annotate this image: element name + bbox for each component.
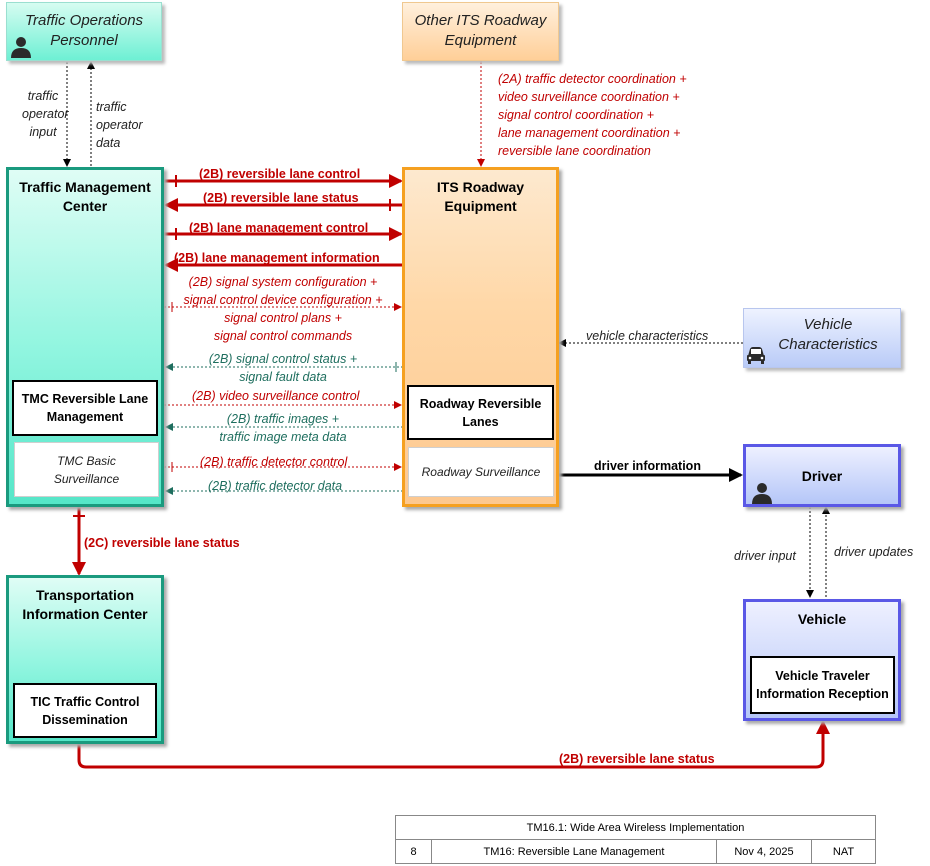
det-ctrl-label: (2B) traffic detector control — [200, 455, 348, 469]
other-its-title: Other ITS Roadway Equipment — [414, 12, 547, 49]
tmc-rev-subsystem[interactable]: TMC Reversible Lane Management — [12, 380, 158, 436]
footer-org: NAT — [811, 839, 876, 864]
driver-updates-label: driver updates — [834, 545, 914, 559]
other-its-flow-label: (2A) traffic detector coordination + vid… — [498, 72, 687, 158]
driver-title: Driver — [801, 468, 843, 484]
footer-name: TM16: Reversible Lane Management — [431, 839, 717, 864]
driver-input-label: driver input — [734, 549, 796, 563]
tic-status-label: (2C) reversible lane status — [84, 536, 240, 550]
tmc-surv-subsystem[interactable]: TMC Basic Surveillance — [14, 442, 159, 497]
vehicle-char-node[interactable]: Vehicle Characteristics — [743, 308, 901, 368]
person-icon — [11, 37, 31, 58]
tmc-title: Traffic Management Center — [19, 179, 151, 214]
lane-ctrl-label: (2B) lane management control — [189, 221, 369, 235]
footer-date: Nov 4, 2025 — [716, 839, 812, 864]
traffic-ops-node[interactable]: Traffic Operations Personnel — [6, 2, 162, 61]
person-icon — [752, 483, 772, 504]
video-ctrl-label: (2B) video surveillance control — [192, 389, 360, 403]
vehicle-title: Vehicle — [797, 611, 847, 627]
driver-info-label: driver information — [594, 459, 701, 473]
det-data-label: (2B) traffic detector data — [208, 479, 343, 493]
signal-cfg-label: (2B) signal system configuration + signa… — [183, 275, 383, 343]
bottom-status-label: (2B) reversible lane status — [559, 752, 715, 766]
veh-tir-subsystem[interactable]: Vehicle Traveler Information Reception — [750, 656, 895, 714]
bottom-status-line — [77, 720, 830, 769]
road-surv-subsystem[interactable]: Roadway Surveillance — [408, 447, 554, 497]
veh-char-label: vehicle characteristics — [586, 329, 709, 343]
footer-page: 8 — [395, 839, 432, 864]
driver-node[interactable]: Driver — [743, 444, 901, 507]
footer-title: TM16.1: Wide Area Wireless Implementatio… — [395, 815, 876, 840]
tic-title: Transportation Information Center — [22, 587, 148, 622]
sig-status-label: (2B) signal control status + signal faul… — [208, 352, 358, 384]
road-rev-subsystem[interactable]: Roadway Reversible Lanes — [407, 385, 554, 440]
traffic-ops-title: Traffic Operations Personnel — [24, 12, 144, 49]
other-its-node[interactable]: Other ITS Roadway Equipment — [402, 2, 559, 61]
rev-status-label: (2B) reversible lane status — [203, 191, 359, 205]
car-icon — [747, 347, 765, 364]
rev-ctrl-label: (2B) reversible lane control — [199, 167, 361, 181]
images-label: (2B) traffic images + traffic image meta… — [219, 412, 347, 444]
vehicle-char-title: Vehicle Characteristics — [778, 316, 878, 353]
tic-tc-subsystem[interactable]: TIC Traffic Control Dissemination — [13, 683, 157, 738]
its-roadway-title: ITS Roadway Equipment — [436, 179, 525, 214]
lane-info-label: (2B) lane management information — [174, 251, 380, 265]
